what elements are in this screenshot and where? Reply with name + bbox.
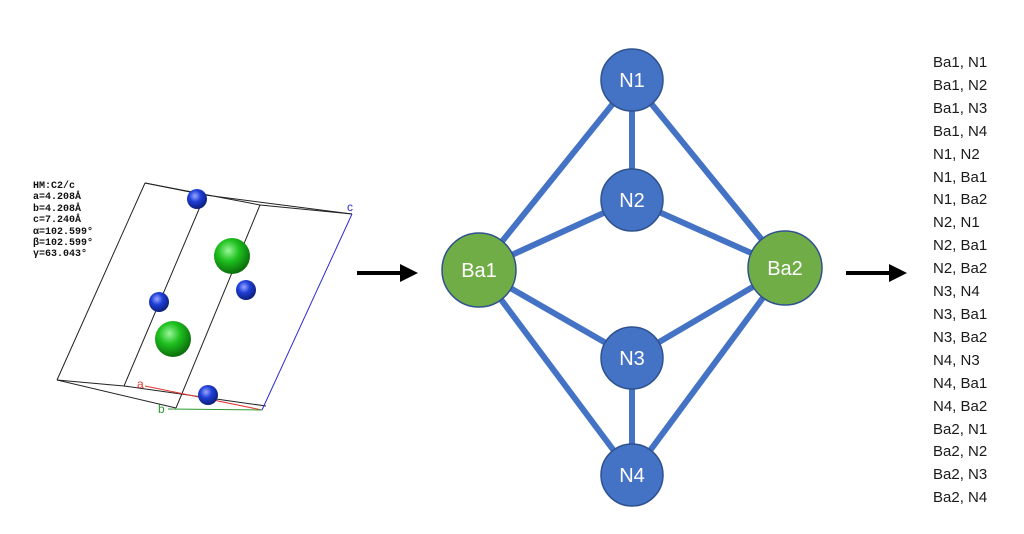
edge-list-item: Ba2, N4: [933, 489, 988, 507]
b-axis-label: b: [158, 402, 165, 416]
edge-list-item: N1, Ba2: [933, 191, 988, 209]
node-label: N3: [619, 348, 645, 370]
unit-cell-edges: [56, 182, 353, 409]
cell-param-c: c=7.240Å: [33, 215, 82, 227]
node-n2: N2: [600, 168, 664, 232]
cell-param-b: b=4.208Å: [33, 203, 82, 215]
edge-n4-ba2: [629, 266, 788, 477]
edge-list-item: N4, N3: [933, 351, 980, 369]
a-axis-label: a: [137, 377, 144, 391]
edge-list-item: N3, Ba1: [933, 305, 988, 323]
node-label: N2: [619, 190, 645, 212]
ba-atom: [155, 321, 191, 357]
edge-list-item: N1, Ba1: [933, 168, 988, 186]
edge-list-item: Ba1, N2: [933, 76, 988, 94]
arrow-right-icon: [846, 264, 907, 282]
c-axis-line: [261, 213, 353, 411]
cell-param-beta: β=102.599°: [33, 238, 94, 250]
arrow-right-icon: [357, 264, 418, 282]
edge-list-item: N4, Ba2: [933, 397, 988, 415]
edge-list-item: Ba2, N3: [933, 466, 988, 484]
edge-list-item: N3, Ba2: [933, 328, 988, 346]
node-circle: [600, 168, 664, 232]
edge-n1-ba1: [476, 78, 635, 272]
node-label: Ba1: [461, 260, 497, 282]
edge-list-item: N3, N4: [933, 283, 980, 301]
node-circle: [600, 443, 664, 507]
edge-list-item: Ba1, N3: [933, 99, 988, 117]
cell-param-alpha: α=102.599°: [33, 226, 94, 238]
node-ba2: Ba2: [747, 230, 823, 306]
edge-list-item: N4, Ba1: [933, 374, 988, 392]
edge-list-item: Ba1, N4: [933, 122, 988, 140]
edge-n4-ba1: [476, 268, 635, 477]
node-label: N4: [619, 465, 645, 487]
n-atom: [198, 385, 218, 405]
b-axis-line: [167, 408, 263, 411]
node-n1: N1: [600, 48, 664, 112]
node-circle: [441, 232, 517, 308]
node-ba1: Ba1: [441, 232, 517, 308]
graph-edges: [476, 78, 788, 477]
edge-list-item: N2, N1: [933, 214, 980, 232]
edge-list-item: N2, Ba2: [933, 260, 988, 278]
space-group-label: HM:C2/c: [33, 181, 76, 192]
edge-list-item: Ba2, N1: [933, 420, 988, 438]
node-label: Ba2: [767, 258, 803, 280]
edge-list-item: N2, Ba1: [933, 237, 988, 255]
node-circle: [600, 48, 664, 112]
edge-list-item: Ba1, N1: [933, 54, 988, 71]
edge-n1-ba2: [629, 78, 788, 270]
cell-param-gamma: γ=63.043°: [33, 249, 88, 261]
edge-list-item: N1, N2: [933, 145, 980, 163]
n-atom: [187, 189, 207, 209]
edge-list: Ba1, N1 Ba1, N2 Ba1, N3 Ba1, N4 N1, N2 N1, Ba…: [933, 52, 987, 510]
c-axis-label: c: [347, 200, 353, 214]
ba-atom: [214, 238, 250, 274]
cell-param-a: a=4.208Å: [33, 192, 82, 204]
node-n3: N3: [600, 326, 664, 390]
unit-cell-view: a b c: [56, 182, 353, 416]
node-n4: N4: [600, 443, 664, 507]
cell-parameters: HM:C2/c a=4.208Å b=4.208Å c=7.240Å α=102…: [33, 181, 93, 261]
node-circle: [600, 326, 664, 390]
n-atom: [149, 292, 169, 312]
edge-list-item: Ba2, N2: [933, 443, 988, 461]
node-label: N1: [619, 70, 645, 92]
n-atom: [236, 280, 256, 300]
node-circle: [747, 230, 823, 306]
